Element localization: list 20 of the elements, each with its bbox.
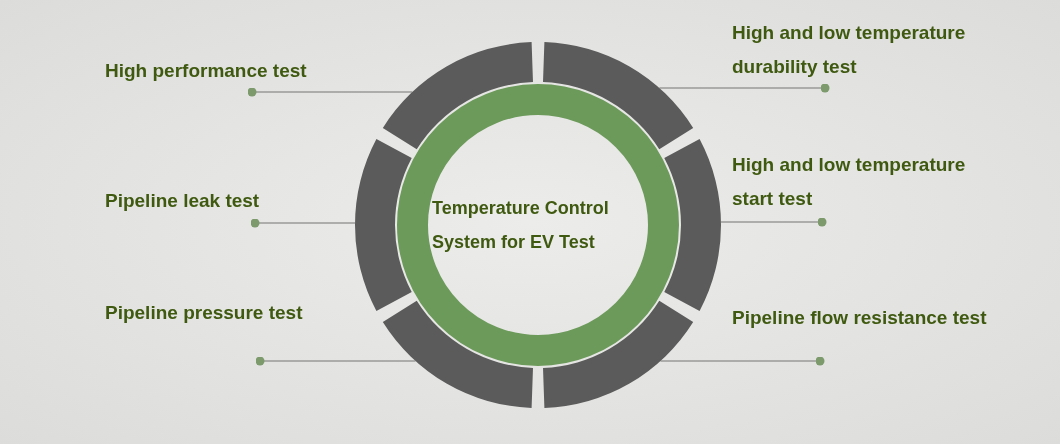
test-label: Pipeline pressure test xyxy=(105,296,345,330)
ring-segment xyxy=(355,139,412,311)
test-label: Pipeline leak test xyxy=(105,184,305,218)
ring-segment xyxy=(382,42,533,150)
leader-line xyxy=(658,83,830,93)
leader-line xyxy=(659,356,825,366)
test-label: High and low temperature durability test xyxy=(732,16,1007,84)
leader-line xyxy=(255,356,417,366)
leader-line xyxy=(720,217,827,227)
ring-segment xyxy=(382,300,533,408)
leader-line xyxy=(250,218,356,228)
ring-segment xyxy=(543,300,694,408)
center-title: Temperature Control System for EV Test xyxy=(432,197,610,254)
test-label: High and low temperature start test xyxy=(732,148,1007,216)
ring-segment xyxy=(664,139,721,311)
test-label: High performance test xyxy=(105,54,345,88)
test-label: Pipeline flow resistance test xyxy=(732,301,1042,335)
center-ring xyxy=(397,84,679,366)
ring-segment xyxy=(543,42,694,150)
leader-line xyxy=(247,87,414,97)
